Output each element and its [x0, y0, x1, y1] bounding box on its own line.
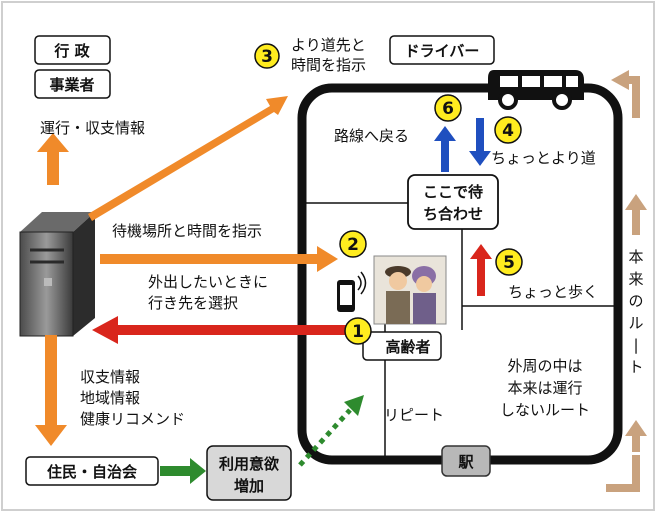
step-marker-3: 3 — [254, 43, 280, 69]
step-number-5: 5 — [503, 253, 515, 273]
green-arrow — [160, 458, 206, 484]
elders-image — [373, 255, 447, 325]
arrow-to-driver — [88, 96, 288, 221]
station-box — [441, 445, 491, 477]
brown-arrow-bottom — [606, 455, 640, 492]
step-marker-4: 4 — [494, 116, 522, 144]
jumin-box — [25, 456, 159, 486]
driver-label: ドライバー — [405, 42, 480, 60]
gyosei-label: 行 政 — [53, 42, 90, 60]
brown-arrow-low — [625, 420, 647, 452]
brown-arrowhead-top — [611, 70, 629, 90]
repeat-arrowhead — [344, 395, 364, 416]
gyosei-box — [34, 35, 111, 65]
smartphone-icon — [337, 271, 367, 312]
step-number-4: 4 — [502, 121, 514, 141]
blue-up-arrow — [434, 126, 456, 172]
gaishu-label-2: 本来は運行 — [507, 379, 582, 397]
step-marker-5: 5 — [495, 248, 523, 276]
riyo-label-1: 利用意欲 — [219, 455, 279, 473]
jumin-label: 住民・自治会 — [47, 463, 137, 481]
step-number-1: 1 — [352, 322, 364, 342]
yori-michisaki-label-1: より道先と — [291, 36, 366, 54]
rosen-modoru-label: 路線へ戻る — [334, 127, 409, 145]
eki-label: 駅 — [457, 453, 474, 471]
chiiki-info-label: 地域情報 — [80, 389, 140, 407]
riyo-box — [206, 445, 292, 501]
chotto-yorimichi-label: ちょっとより道 — [491, 149, 596, 167]
jigyosha-box — [34, 69, 111, 99]
taikijo-label: 待機場所と時間を指示 — [112, 222, 262, 240]
koko-de-label-1: ここで待 — [423, 183, 483, 201]
red-up-arrow — [470, 244, 492, 296]
koreisha-label: 高齢者 — [385, 338, 430, 356]
gaishutsu-label-2: 行き先を選択 — [148, 294, 238, 312]
elder-box — [362, 331, 442, 361]
driver-box — [389, 35, 495, 65]
brown-arrow-mid — [625, 194, 647, 235]
step-number-3: 3 — [261, 47, 273, 67]
blue-down-arrow — [469, 118, 491, 166]
chotto-aruku-label: ちょっと歩く — [508, 283, 598, 301]
gaishutsu-label-1: 外出したいときに — [148, 273, 268, 291]
koko-de-label-2: ち合わせ — [423, 205, 483, 223]
server-icon — [19, 212, 95, 337]
unko-shushi-label: 運行・収支情報 — [40, 119, 145, 137]
brown-arrow-top — [626, 76, 640, 118]
step-marker-6: 6 — [434, 94, 462, 122]
arrow-to-waiting — [100, 246, 338, 272]
up-arrow-orange — [37, 133, 69, 185]
repeat-label: リピート — [384, 406, 444, 424]
riyo-label-2: 増加 — [234, 477, 264, 495]
repeat-dotted-line — [298, 408, 352, 467]
yori-michisaki-label-2: 時間を指示 — [291, 56, 366, 74]
jigyosha-label: 事業者 — [49, 76, 94, 94]
arrow-from-elder — [92, 316, 356, 344]
step-number-2: 2 — [347, 235, 359, 255]
step-marker-2: 2 — [339, 230, 367, 258]
kenko-reco-label: 健康リコメンド — [80, 410, 185, 428]
step-marker-1: 1 — [344, 317, 372, 345]
honrai-route-label: 本来のル|ト — [628, 248, 643, 376]
meeting-box — [407, 174, 499, 230]
step-number-6: 6 — [442, 99, 454, 119]
shushi-info-label: 収支情報 — [80, 368, 140, 386]
gaishu-label-3: しないルート — [500, 401, 590, 419]
down-arrow-orange — [35, 335, 67, 446]
gaishu-label-1: 外周の中は — [507, 357, 582, 375]
bus-icon — [488, 70, 584, 110]
